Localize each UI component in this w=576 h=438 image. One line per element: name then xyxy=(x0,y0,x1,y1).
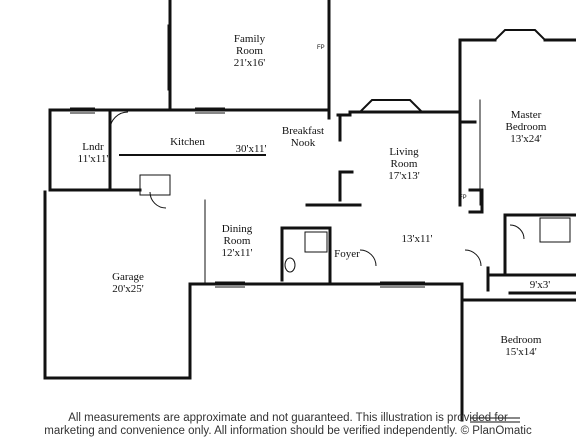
family-fireplace-label: FP xyxy=(317,45,325,51)
laundry-name: Lndr xyxy=(82,141,104,153)
den-label: 13'x11' xyxy=(392,233,442,245)
living-room-label: Living Room 17'x13' xyxy=(378,146,430,182)
living-room-line2: Room xyxy=(390,158,418,170)
window-bedroom xyxy=(470,417,520,423)
garage-dim: 20'x25' xyxy=(112,283,144,295)
door-bath xyxy=(509,224,525,240)
living-fireplace-label: FP xyxy=(459,195,467,201)
master-walls xyxy=(458,38,576,207)
kitchen-dim: 30'x11' xyxy=(235,143,267,155)
window-south-a xyxy=(215,281,245,288)
small-room-dim: 9'x3' xyxy=(529,279,551,291)
disclaimer-line-1: All measurements are approximate and not… xyxy=(68,412,508,424)
breakfast-nook-label: Breakfast Nook xyxy=(272,125,334,149)
master-bedroom-dim: 13'x24' xyxy=(510,133,542,145)
family-room-name-line1: Family xyxy=(233,33,266,45)
breakfast-nook-line1: Breakfast xyxy=(281,125,325,137)
door-foyer xyxy=(359,249,377,267)
small-room-label: 9'x3' xyxy=(522,279,558,291)
laundry-walls xyxy=(48,108,142,192)
window-south-b xyxy=(380,281,425,288)
dining-room-line1: Dining xyxy=(221,223,253,235)
dining-room-line2: Room xyxy=(223,235,251,247)
master-bay xyxy=(493,29,547,42)
stair xyxy=(139,174,171,196)
south-wall xyxy=(188,282,464,422)
laundry-label: Lndr 11'x11' xyxy=(70,141,116,165)
bedroom-dim: 15'x14' xyxy=(505,346,537,358)
bedroom-name: Bedroom xyxy=(500,334,542,346)
kitchen-name: Kitchen xyxy=(170,136,205,148)
shower xyxy=(304,231,328,253)
foyer-walls xyxy=(305,170,362,207)
toilet xyxy=(284,257,296,273)
fireplace-living xyxy=(468,188,484,214)
bedroom-label: Bedroom 15'x14' xyxy=(490,334,552,358)
family-room-name-line2: Room xyxy=(236,45,263,57)
family-room-walls xyxy=(168,0,331,112)
kitchen-dim-label: 30'x11' xyxy=(226,143,276,155)
foyer-label: Foyer xyxy=(326,248,368,260)
laundry-dim: 11'x11' xyxy=(77,153,109,165)
powder-walls xyxy=(280,226,332,284)
master-bedroom-label: Master Bedroom 13'x24' xyxy=(495,109,557,145)
living-room-dim: 17'x13' xyxy=(388,170,420,182)
master-bedroom-line2: Bedroom xyxy=(505,121,547,133)
breakfast-nook-line2: Nook xyxy=(290,137,316,149)
kitchen-label: Kitchen xyxy=(160,136,215,148)
den-dim: 13'x11' xyxy=(401,233,433,245)
window-north-a xyxy=(70,107,95,114)
door-master xyxy=(464,249,482,267)
living-room-line1: Living xyxy=(389,146,419,158)
dining-room-label: Dining Room 12'x11' xyxy=(212,223,262,259)
tub xyxy=(539,217,571,243)
door-laundry xyxy=(109,111,129,131)
garage-name: Garage xyxy=(112,271,144,283)
garage-label: Garage 20'x25' xyxy=(100,271,156,295)
bath-walls xyxy=(486,213,576,292)
garage-walls xyxy=(43,190,192,380)
nook-wall xyxy=(327,106,352,142)
door-garage xyxy=(149,191,167,209)
family-room-dim: 21'x16' xyxy=(233,57,266,69)
master-bedroom-line1: Master xyxy=(510,109,542,121)
dining-room-dim: 12'x11' xyxy=(221,247,253,259)
window-north-b xyxy=(195,107,225,114)
foyer-name: Foyer xyxy=(334,248,360,260)
family-room-label: Family Room 21'x16' xyxy=(222,33,277,69)
living-bay xyxy=(358,99,424,114)
